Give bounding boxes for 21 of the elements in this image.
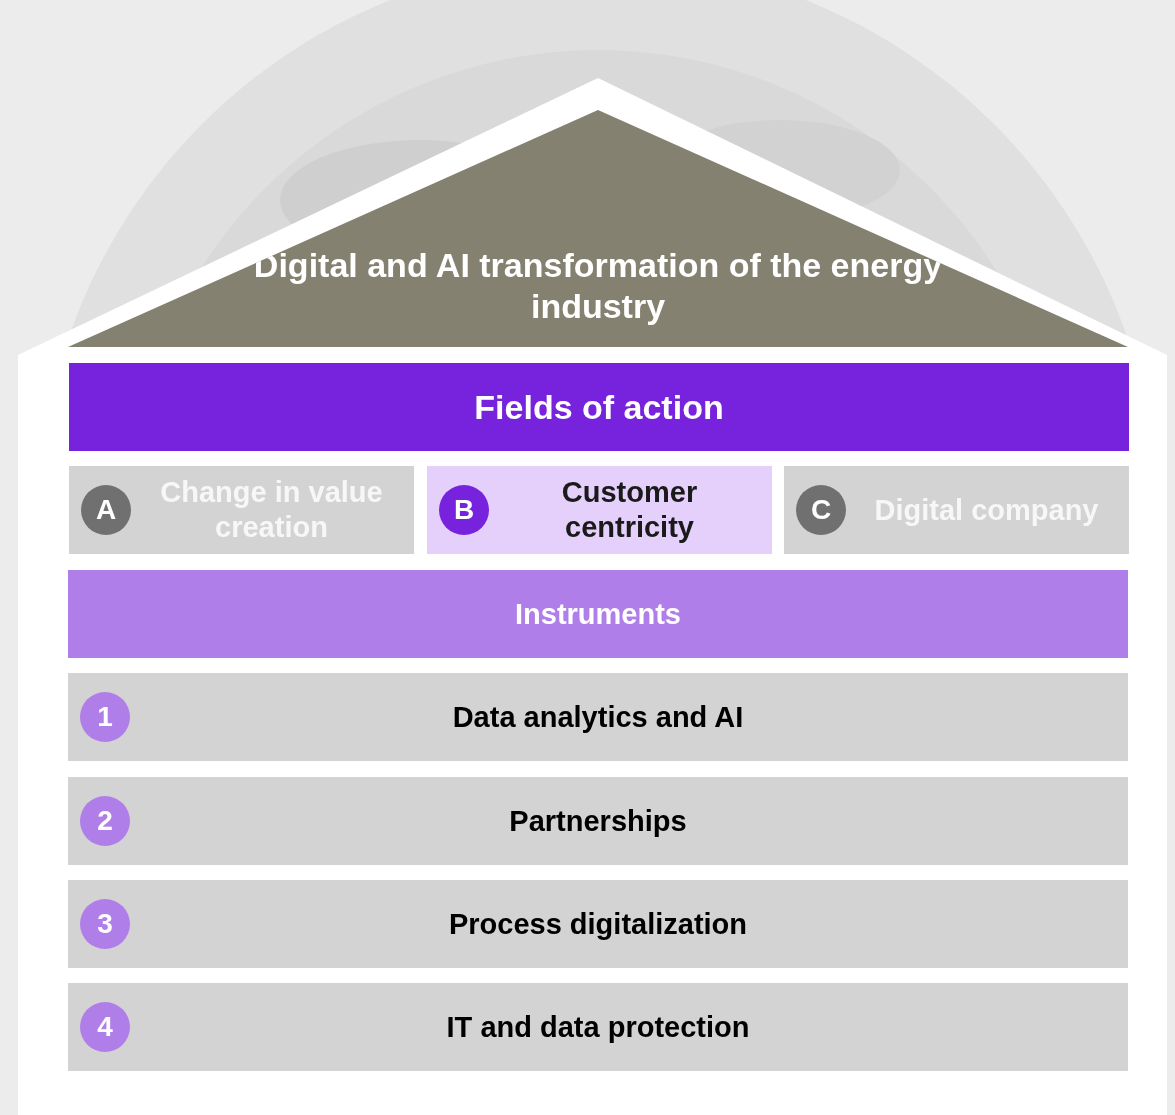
- instrument-row: [68, 880, 1128, 968]
- field-title: Customer centricity: [560, 475, 699, 545]
- field-card: [427, 466, 772, 554]
- number-badge: 2: [80, 796, 130, 846]
- instrument-title: Data analytics and AI: [451, 699, 745, 735]
- field-card: [784, 466, 1129, 554]
- letter-badge: B: [439, 485, 489, 535]
- instrument-title: IT and data protection: [445, 1009, 751, 1045]
- instrument-title: Process digitalization: [447, 906, 749, 942]
- instrument-row: [68, 983, 1128, 1071]
- instrument-row: [68, 673, 1128, 761]
- number-badge: 3: [80, 899, 130, 949]
- number-badge: 4: [80, 1002, 130, 1052]
- field-card: [69, 466, 414, 554]
- header-band: Instruments: [68, 570, 1128, 658]
- instrument-row: [68, 777, 1128, 865]
- header-band: Fields of action: [69, 363, 1129, 451]
- instrument-title: Partnerships: [508, 803, 688, 839]
- number-badge: 1: [80, 692, 130, 742]
- letter-badge: A: [81, 485, 131, 535]
- letter-badge: C: [796, 485, 846, 535]
